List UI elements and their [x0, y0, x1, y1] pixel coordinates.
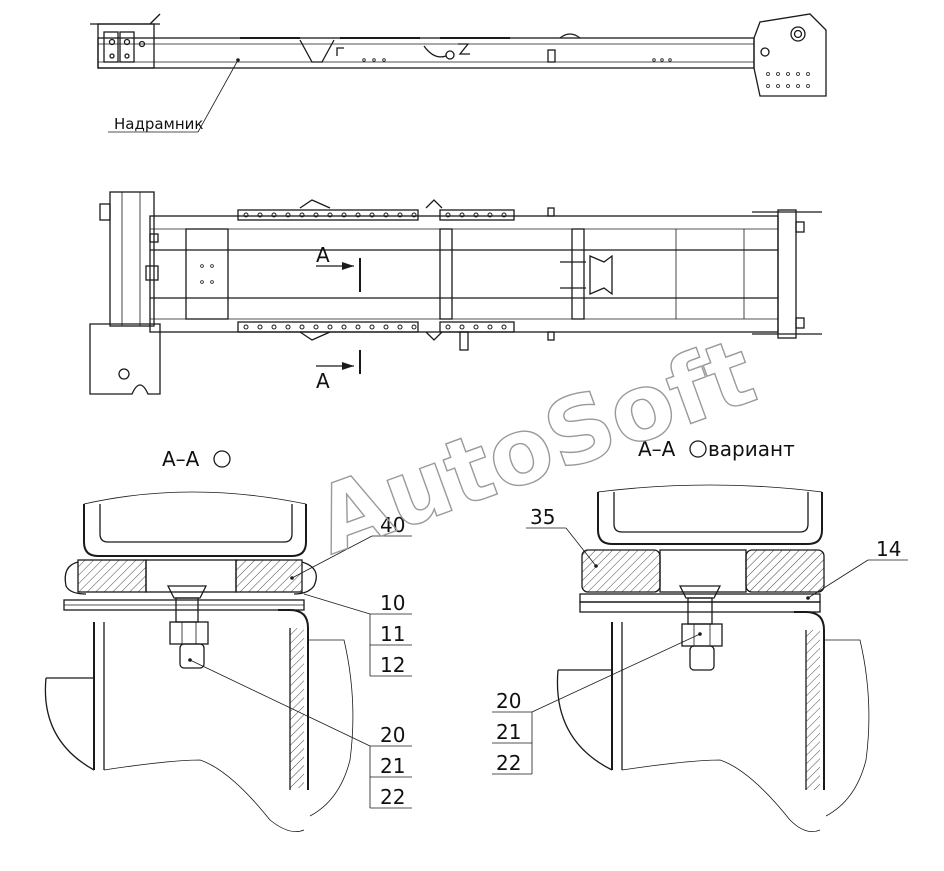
side-view-frame	[90, 13, 827, 133]
section-right-title: A–A	[638, 437, 676, 461]
bolt-hole	[397, 324, 403, 330]
callout-40: 40	[380, 513, 405, 537]
bolt-hole	[383, 212, 389, 218]
bolt-hole	[355, 324, 361, 330]
callout-20-left: 20	[380, 723, 405, 747]
bolt-hole	[501, 212, 507, 218]
section-left-leaders	[188, 535, 412, 809]
section-left	[44, 491, 354, 833]
section-right-leaders	[492, 527, 908, 775]
bolt-hole	[257, 324, 263, 330]
section-left-title: A–A	[162, 447, 200, 471]
bolt-hole	[313, 212, 319, 218]
bolt-hole	[383, 324, 389, 330]
bolt-hole	[487, 324, 493, 330]
bolt-hole	[369, 324, 375, 330]
bolt-hole	[459, 324, 465, 330]
watermark: AutoSoft	[302, 318, 768, 575]
bolt-hole	[411, 324, 417, 330]
bolt-hole	[473, 212, 479, 218]
section-mark-a-bottom: A	[316, 369, 330, 393]
bolt-hole	[299, 324, 305, 330]
bolt-hole	[473, 324, 479, 330]
bolt-hole	[327, 324, 333, 330]
bolt-hole	[445, 324, 451, 330]
callout-14: 14	[876, 537, 901, 561]
callout-21-right: 21	[496, 720, 521, 744]
callout-20-right: 20	[496, 689, 521, 713]
bolt-hole	[397, 212, 403, 218]
bolt-hole	[411, 212, 417, 218]
bolt-hole	[271, 212, 277, 218]
bolt-hole	[285, 212, 291, 218]
bolt-hole	[313, 324, 319, 330]
bolt-hole	[243, 212, 249, 218]
bolt-hole	[445, 212, 451, 218]
callout-11: 11	[380, 622, 405, 646]
bolt-hole	[487, 212, 493, 218]
bolt-hole	[243, 324, 249, 330]
bolt-hole	[341, 324, 347, 330]
rotation-symbol-icon	[213, 450, 231, 468]
section-right	[556, 484, 870, 833]
bolt-hole	[355, 212, 361, 218]
bolt-hole	[327, 212, 333, 218]
callout-12: 12	[380, 653, 405, 677]
section-mark-a-top: A	[316, 243, 330, 267]
plan-view-bolts	[243, 212, 507, 330]
rotation-symbol-icon	[689, 440, 707, 458]
callout-10: 10	[380, 591, 405, 615]
callout-21-left: 21	[380, 754, 405, 778]
section-right-variant: вариант	[708, 437, 795, 461]
label-nadramnik: Надрамник	[114, 115, 204, 133]
bolt-hole	[369, 212, 375, 218]
bolt-hole	[271, 324, 277, 330]
callout-22-left: 22	[380, 785, 405, 809]
bolt-hole	[285, 324, 291, 330]
bolt-hole	[459, 212, 465, 218]
bolt-hole	[501, 324, 507, 330]
callout-22-right: 22	[496, 751, 521, 775]
bolt-hole	[299, 212, 305, 218]
bolt-hole	[257, 212, 263, 218]
bolt-hole	[341, 212, 347, 218]
callout-35: 35	[530, 505, 555, 529]
